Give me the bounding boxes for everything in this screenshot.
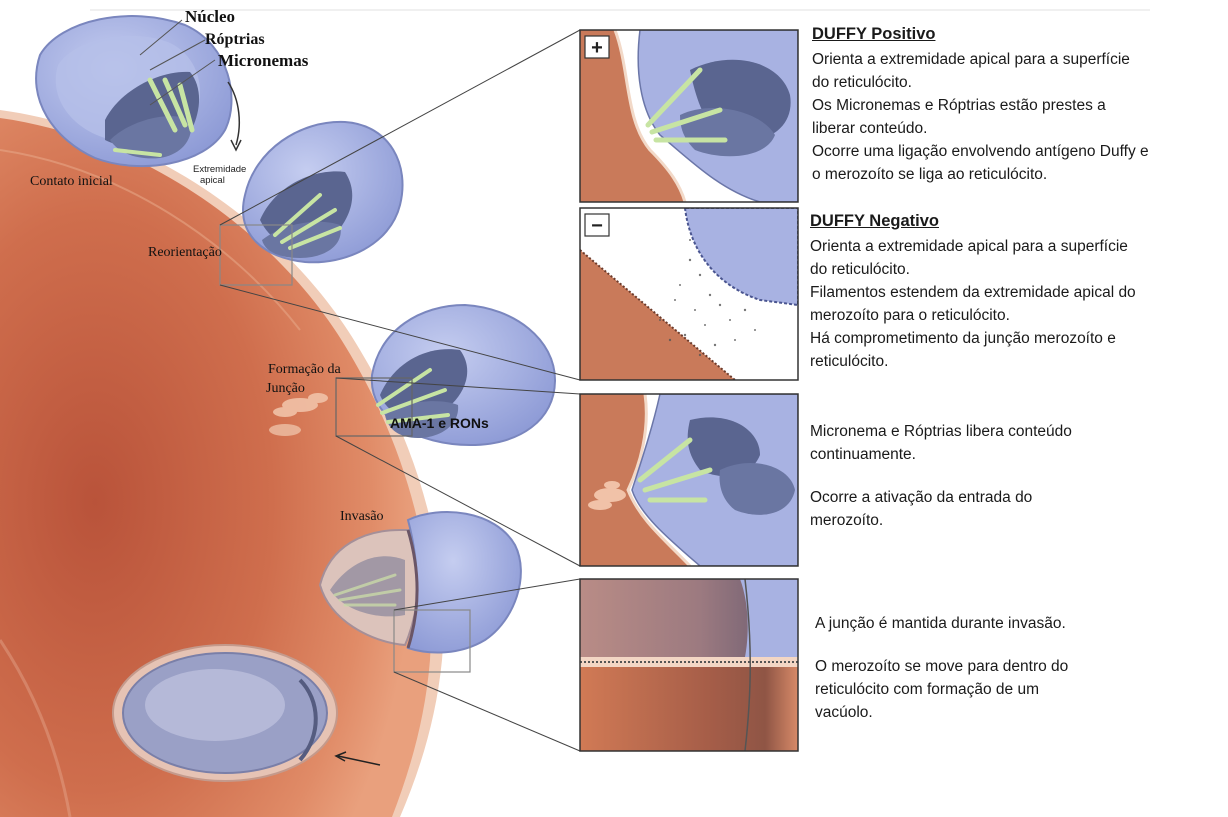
panel-4-line-4: vacúolo.: [815, 701, 1068, 724]
panel-4-text: A junção é mantida durante invasão. O me…: [815, 612, 1068, 724]
panel-2-heading: DUFFY Negativo: [810, 210, 1136, 233]
label-contato-inicial: Contato inicial: [30, 174, 113, 189]
label-micronemas: Micronemas: [218, 51, 309, 70]
panel-3-line-2: continuamente.: [810, 443, 1072, 466]
label-formacao-line2: Junção: [266, 381, 305, 396]
panel-duffy-negative: −: [580, 208, 798, 380]
panel-sign-positive: +: [591, 37, 603, 59]
panel-1-line-6: o merozoíto se liga ao reticulócito.: [812, 163, 1149, 186]
panel-2-line-4: merozoíto para o reticulócito.: [810, 304, 1136, 327]
label-ama-rons: AMA-1 e RONs: [390, 415, 489, 431]
panel-3-line-4: merozoíto.: [810, 509, 1072, 532]
label-roptrias: Róptrias: [205, 31, 265, 48]
panel-2-line-2: do reticulócito.: [810, 258, 1136, 281]
panel-3-line-3: Ocorre a ativação da entrada do: [810, 486, 1072, 509]
panel-2-line-3: Filamentos estendem da extremidade apica…: [810, 281, 1136, 304]
panel-2-line-5: Há comprometimento da junção merozoíto e: [810, 327, 1136, 350]
panel-duffy-positive: +: [580, 30, 798, 202]
panel-sign-negative: −: [591, 215, 603, 237]
panel-2-line-1: Orienta a extremidade apical para a supe…: [810, 235, 1136, 258]
panel-3-text: Micronema e Róptrias libera conteúdo con…: [810, 420, 1072, 532]
label-invasao: Invasão: [340, 509, 384, 524]
label-extremidade-line2: apical: [200, 175, 225, 186]
panel-2-text: DUFFY Negativo Orienta a extremidade api…: [810, 210, 1136, 373]
merozoite-reorientation: [243, 122, 402, 262]
panel-invasion: [580, 579, 798, 751]
panel-1-text: DUFFY Positivo Orienta a extremidade api…: [812, 23, 1149, 186]
panel-1-line-1: Orienta a extremidade apical para a supe…: [812, 48, 1149, 71]
label-extremidade-line1: Extremidade: [193, 164, 246, 175]
panel-2-line-6: reticulócito.: [810, 350, 1136, 373]
panel-junction: [580, 394, 798, 566]
merozoite-vacuole: [113, 645, 337, 781]
label-nucleo: Núcleo: [185, 7, 235, 26]
panel-4-line-1: A junção é mantida durante invasão.: [815, 612, 1068, 635]
panel-3-line-1: Micronema e Róptrias libera conteúdo: [810, 420, 1072, 443]
label-reorientacao: Reorientação: [148, 245, 222, 260]
panel-1-line-2: do reticulócito.: [812, 71, 1149, 94]
panel-1-line-4: liberar conteúdo.: [812, 117, 1149, 140]
panel-4-line-3: reticulócito com formação de um: [815, 678, 1068, 701]
panel-1-line-3: Os Micronemas e Róptrias estão prestes a: [812, 94, 1149, 117]
panel-1-line-5: Ocorre uma ligação envolvendo antígeno D…: [812, 140, 1149, 163]
label-formacao-line1: Formação da: [268, 362, 341, 377]
panel-4-line-2: O merozoíto se move para dentro do: [815, 655, 1068, 678]
panel-1-heading: DUFFY Positivo: [812, 23, 1149, 46]
